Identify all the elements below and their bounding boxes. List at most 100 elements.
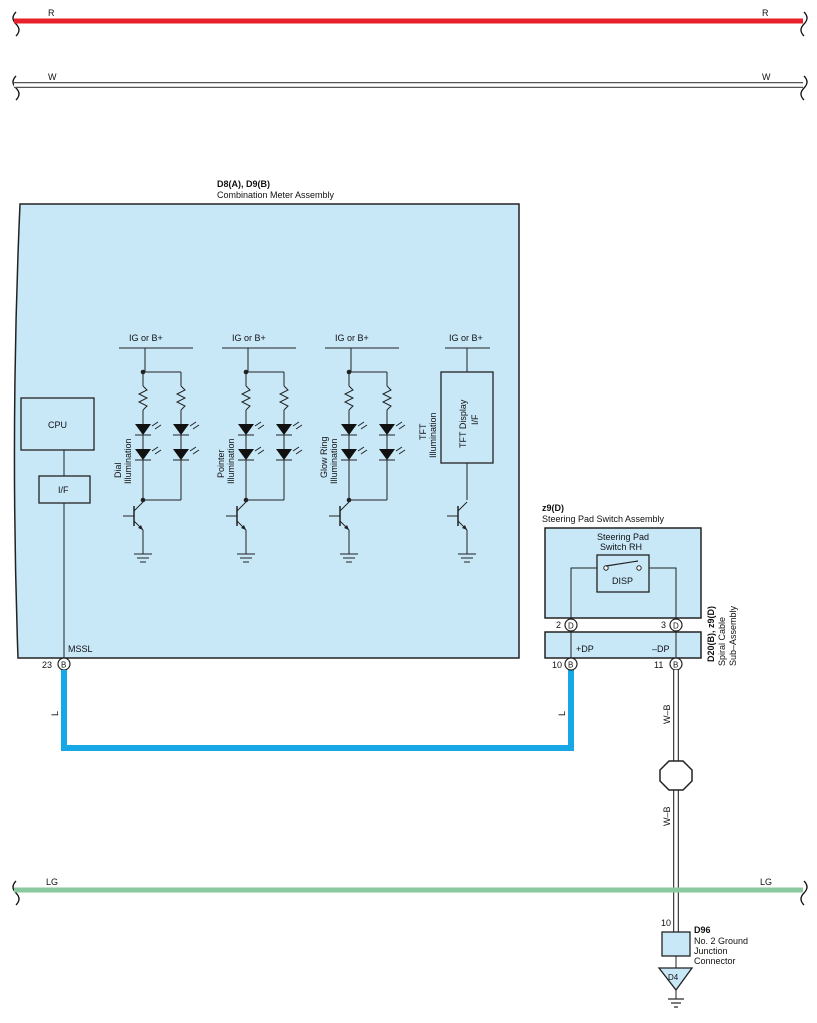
led-diode [238, 449, 254, 460]
transistor-collector [236, 501, 247, 512]
wire-l-label-left: L [50, 711, 60, 716]
spiral-name-2: Sub–Assembly [728, 605, 738, 666]
switch-code: z9(D) [542, 503, 564, 513]
splice-octagon [659, 760, 693, 791]
disp-label: DISP [612, 576, 633, 586]
wire-break-left [12, 880, 20, 906]
led-light-arrows [292, 446, 303, 455]
transistor-collector [133, 501, 144, 512]
illumination-label-2: Illumination [329, 438, 339, 484]
led-light-arrows [357, 446, 368, 455]
led-diode [379, 449, 395, 460]
wire-break-right [800, 880, 808, 906]
switch-title-2: Switch RH [600, 542, 642, 552]
transistor-arrow [241, 525, 246, 530]
ground-name-3: Connector [694, 956, 736, 966]
disp-switch-box [596, 554, 650, 593]
resistor [240, 385, 252, 411]
resistor [278, 385, 290, 411]
if-box [38, 475, 91, 504]
meter-code: D8(A), D9(B) [217, 179, 270, 189]
cpu-label: CPU [48, 420, 67, 430]
wire-r-label-right: R [762, 8, 769, 18]
supply-label: IG or B+ [129, 333, 163, 343]
wire-break-right [800, 11, 808, 37]
switch-pin3: 3 [661, 620, 666, 630]
spiral-plus: +DP [576, 644, 594, 654]
disp-contact-left [603, 565, 609, 571]
cpu-box [20, 397, 95, 451]
switch-wire-left [570, 567, 597, 624]
spiral-minus: –DP [652, 644, 670, 654]
wire-l [61, 670, 574, 751]
tft-display-box [440, 371, 494, 464]
disp-switch-arm [605, 560, 639, 567]
spiral-pin10: 10 [552, 660, 562, 670]
ground-name-1: No. 2 Ground [694, 936, 748, 946]
wire-r: R R [12, 8, 808, 37]
wire-wb-label-2: W–B [662, 806, 672, 826]
tft-supply-label: IG or B+ [449, 333, 483, 343]
tft-driver [447, 463, 476, 563]
switch-wire-right [649, 567, 677, 624]
transistor-arrow [462, 525, 467, 530]
switch-connector-3-letter: D [673, 622, 679, 631]
illumination-label-2: Illumination [123, 438, 133, 484]
transistor-arrow [344, 525, 349, 530]
ground-pin: 10 [661, 918, 671, 928]
switch-connector-2-letter: D [568, 622, 574, 631]
junction-dot [243, 497, 249, 503]
switch-title-1: Steering Pad [597, 532, 649, 542]
ground-triangle [657, 967, 694, 992]
led-light-arrows [357, 421, 368, 430]
led-light-arrows [151, 446, 162, 455]
led-diode [238, 424, 254, 435]
switch-name: Steering Pad Switch Assembly [542, 514, 665, 524]
wire-wb-label-1: W–B [662, 704, 672, 724]
spiral-name-1: Spiral Cable [717, 617, 727, 666]
tft-illum-label-2: Illumination [428, 412, 438, 458]
led-diode [341, 424, 357, 435]
wire-w-label-left: W [48, 72, 57, 82]
led-diode [173, 449, 189, 460]
led-light-arrows [254, 446, 265, 455]
illumination-label-1: Dial [113, 462, 123, 478]
wire-l-label-right: L [557, 711, 567, 716]
led-light-arrows [395, 421, 406, 430]
tft-circuit: IG or B+ TFT Display I/F TFT Illuminatio… [418, 333, 494, 464]
led-diode [276, 449, 292, 460]
spiral-pin11: 11 [654, 660, 663, 670]
resistor [175, 385, 187, 411]
spiral-code: D20(B), z9(D) [706, 606, 716, 662]
transistor-collector [339, 501, 350, 512]
supply-label: IG or B+ [335, 333, 369, 343]
transistor-collector [457, 501, 468, 512]
resistor [137, 385, 149, 411]
wire-break-left [12, 11, 20, 37]
wire-break-right [800, 75, 808, 101]
led-diode [341, 449, 357, 460]
ground-name-2: Junction [694, 946, 728, 956]
if-label: I/F [58, 485, 69, 495]
tft-illum-label-1: TFT [418, 423, 428, 440]
meter-name: Combination Meter Assembly [217, 190, 335, 200]
spiral-connector-11-letter: B [673, 661, 678, 670]
junction-dot [346, 497, 352, 503]
ground-label: D4 [668, 973, 679, 982]
tft-display-label-2: I/F [470, 414, 480, 425]
illumination-label-2: Illumination [226, 438, 236, 484]
illumination-label-1: Pointer [216, 449, 226, 478]
wire-w: W W [12, 72, 808, 101]
led-light-arrows [292, 421, 303, 430]
transistor-arrow [138, 525, 143, 530]
spiral-box [544, 631, 702, 659]
led-diode [379, 424, 395, 435]
ground-junction-box [661, 931, 691, 957]
led-diode [135, 449, 151, 460]
spiral-connector-10-letter: B [568, 661, 573, 670]
meter-connector-letter: B [61, 661, 66, 670]
